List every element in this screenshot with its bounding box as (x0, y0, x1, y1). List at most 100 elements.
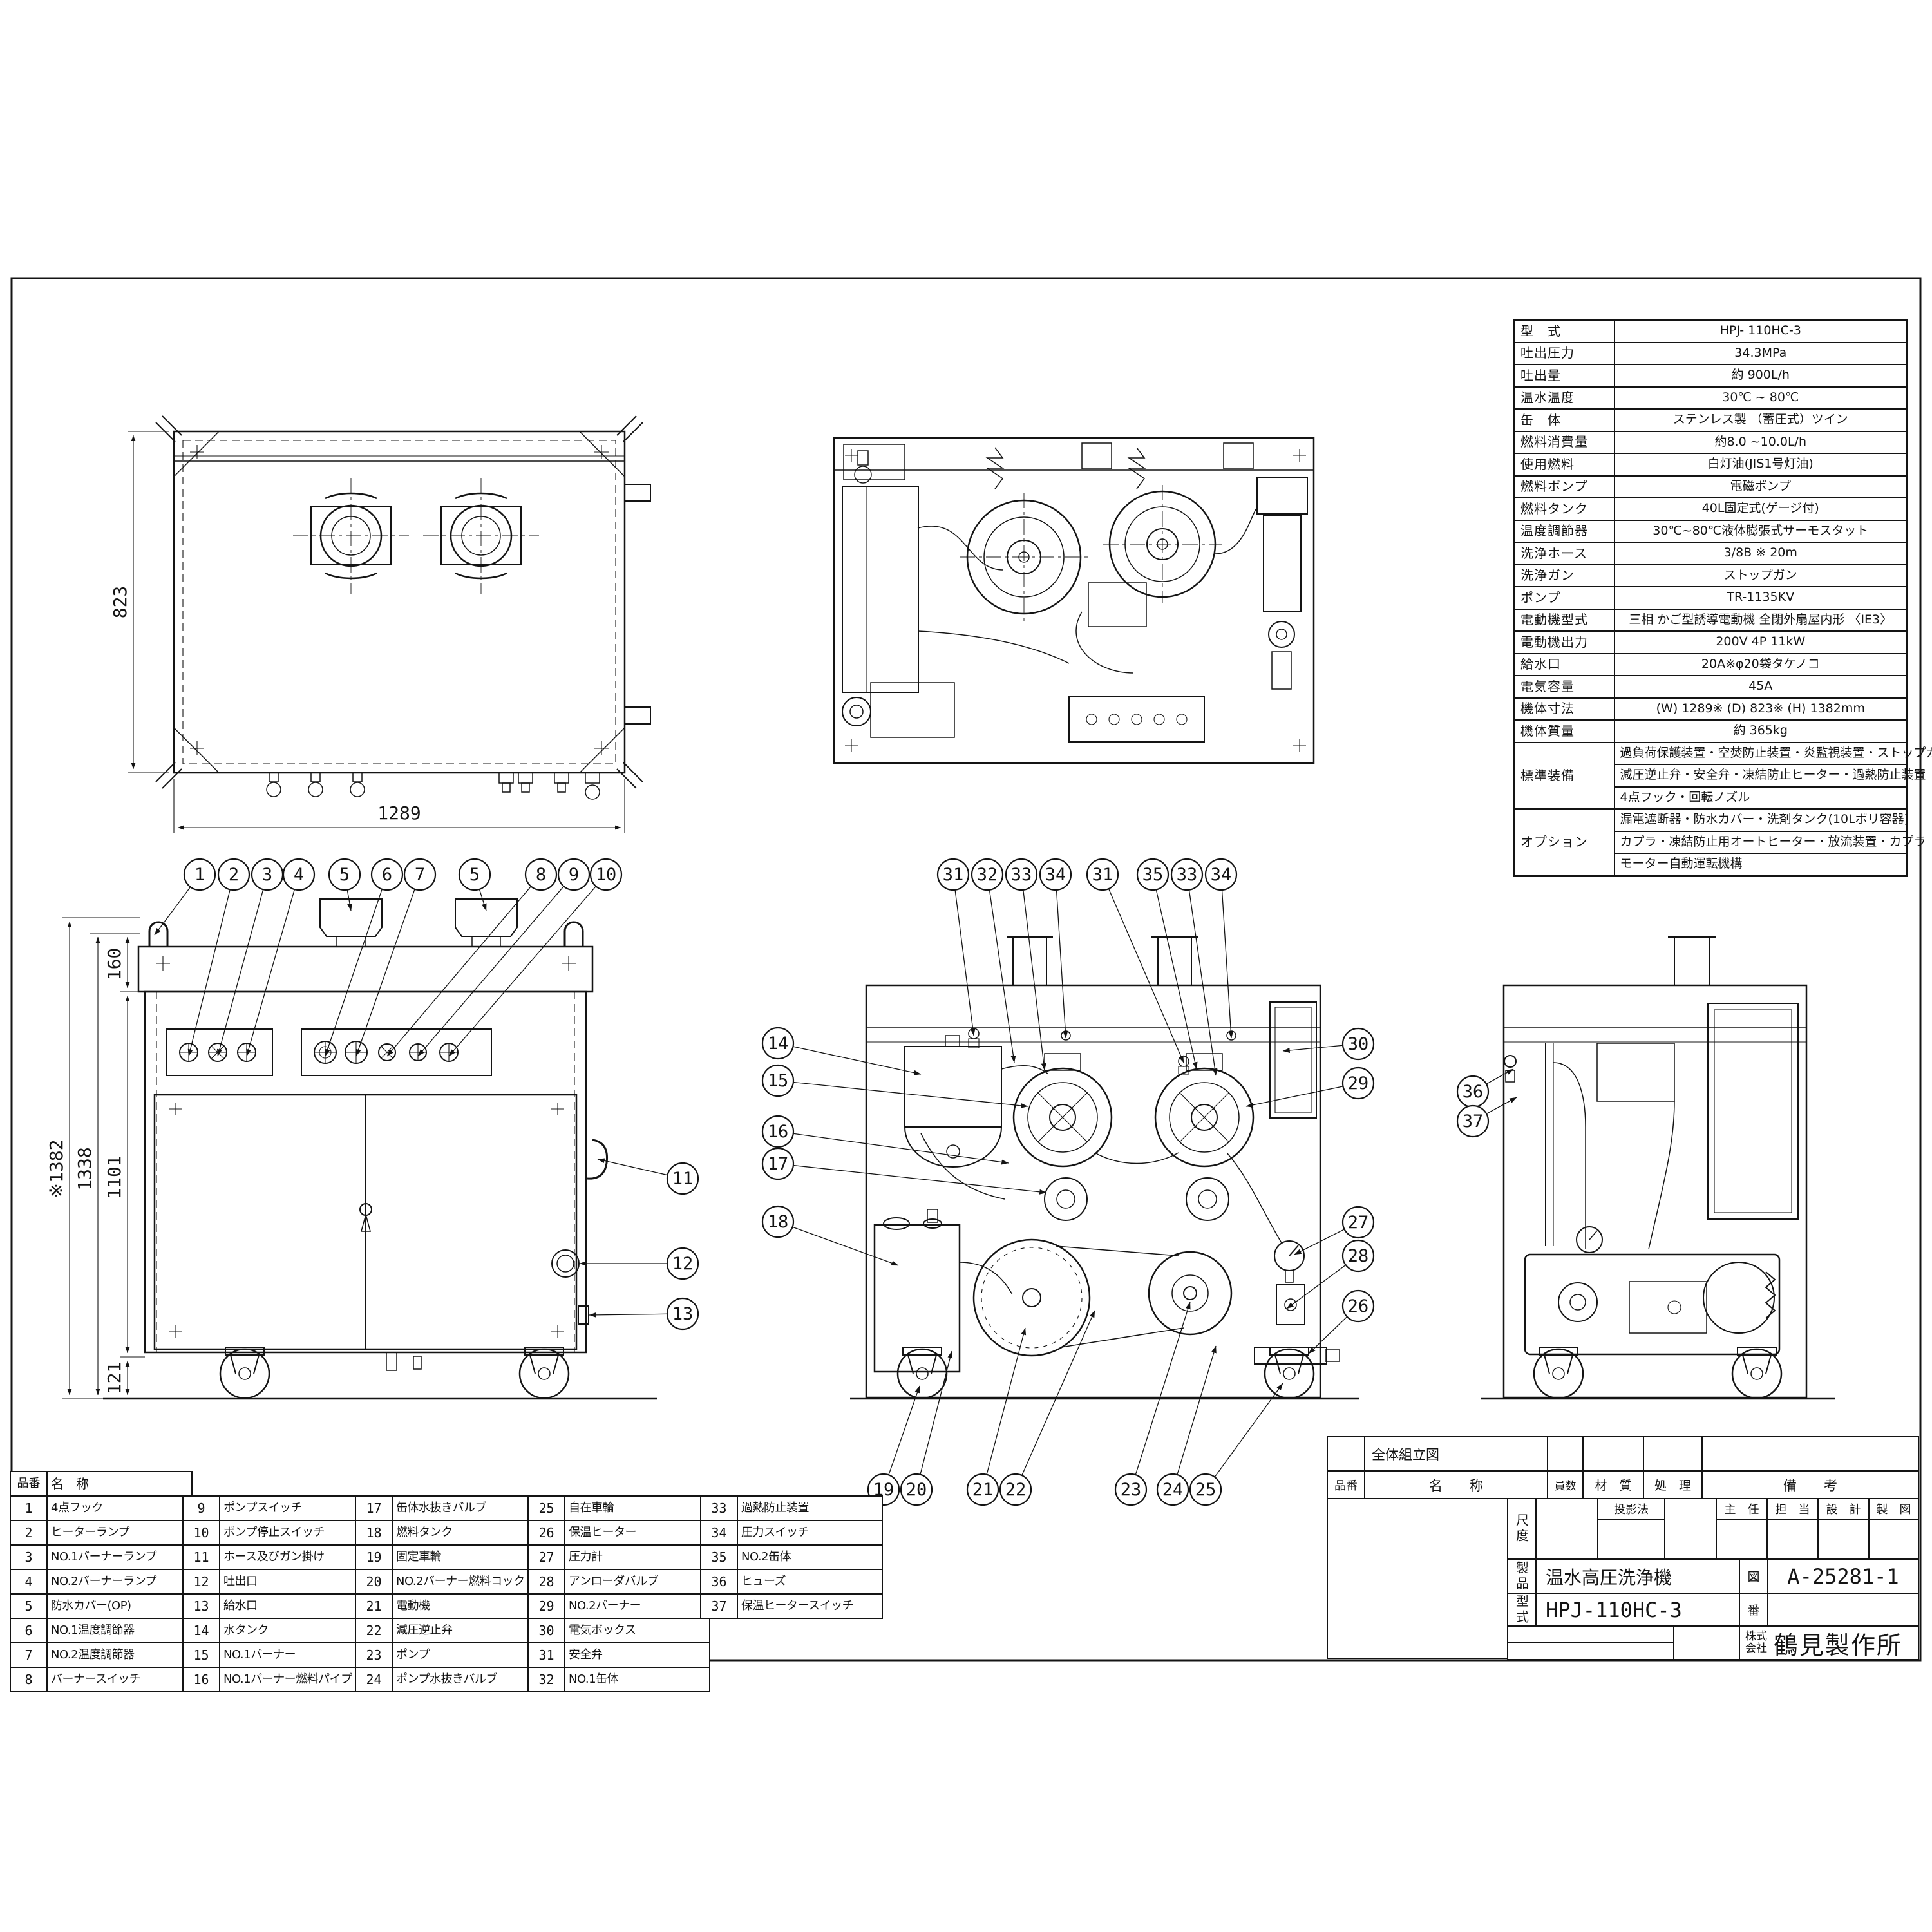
balloon-9: 9 (417, 858, 591, 1057)
spec-row-value: 20A※φ20袋タケノコ (1613, 652, 1908, 676)
balloon-16: 16 (761, 1115, 1009, 1165)
part-name: ヒューズ (737, 1569, 883, 1595)
svg-text:13: 13 (672, 1304, 694, 1324)
svg-text:28: 28 (1348, 1246, 1369, 1266)
balloon-1: 1 (154, 858, 216, 936)
front-view: ※1382 1338 160 1101 121 (46, 898, 657, 1400)
spec-row-label: 燃料ポンプ (1513, 475, 1615, 498)
svg-text:18: 18 (768, 1212, 789, 1232)
part-number: 23 (355, 1642, 393, 1668)
balloon-35: 35 (1136, 858, 1198, 1070)
balloon-33: 33 (1005, 858, 1046, 1071)
spec-row-label: ポンプ (1513, 586, 1615, 610)
spec-row-label: 燃料タンク (1513, 497, 1615, 521)
spec-row-label: 吐出圧力 (1513, 341, 1615, 365)
discharge-outlet (551, 1249, 580, 1278)
blower-left (960, 493, 1088, 621)
balloon-4: 4 (246, 858, 316, 1057)
titleblock-incharge-label: 担 当 (1766, 1498, 1819, 1520)
titleblock-col-remarks: 備 考 (1701, 1470, 1919, 1499)
burner-no2 (1154, 1053, 1255, 1221)
part-name: 防水カバー(OP) (46, 1593, 193, 1619)
part-number: 20 (355, 1569, 393, 1595)
part-name: 水タンク (219, 1618, 365, 1643)
blower-right (1103, 485, 1222, 603)
spec-row-label: 標準装備 (1513, 741, 1615, 810)
part-number: 3 (10, 1544, 48, 1570)
hose-gun-hanger (587, 1139, 609, 1180)
svg-text:160: 160 (104, 948, 125, 981)
balloon-21: 21 (966, 1327, 1027, 1506)
part-name: アンローダバルブ (564, 1569, 710, 1595)
part-number: 31 (527, 1642, 565, 1668)
balloon-34: 34 (1204, 858, 1238, 1039)
part-number: 6 (10, 1618, 48, 1643)
svg-text:21: 21 (972, 1480, 994, 1500)
titleblock-col-qty: 員数 (1547, 1470, 1584, 1499)
balloon-5: 5 (458, 858, 491, 911)
bottom-fittings (266, 772, 600, 800)
spec-row-label: 電動機型式 (1513, 608, 1615, 632)
balloon-2: 2 (187, 858, 251, 1057)
dim-front-subtotal: 1338 (74, 933, 140, 1396)
control-panel-right (301, 1028, 492, 1076)
lifting-hook-icon (564, 921, 584, 947)
svg-text:5: 5 (469, 865, 480, 885)
svg-text:36: 36 (1463, 1082, 1484, 1102)
spec-row-value: HPJ- 110HC-3 (1613, 319, 1908, 343)
balloon-23: 23 (1114, 1302, 1191, 1506)
part-number: 37 (700, 1593, 738, 1619)
part-name: 保温ヒーター (564, 1520, 710, 1546)
caster-wheel (896, 1347, 948, 1399)
spec-row-label: 温水温度 (1513, 386, 1615, 410)
heater-switch (1505, 1070, 1515, 1083)
waterproof-cover-left (319, 898, 383, 947)
model-number-text: HPJ-110HC-3 (1546, 1597, 1682, 1622)
part-name: 安全弁 (564, 1642, 710, 1668)
spec-row-label: 温度調節器 (1513, 519, 1615, 543)
svg-text:34: 34 (1211, 865, 1232, 885)
svg-text:27: 27 (1348, 1213, 1369, 1233)
caster-wheel (219, 1347, 270, 1399)
dim-plan-width: 1289 (173, 779, 625, 833)
part-number: 13 (182, 1593, 220, 1619)
side-internal-view (1481, 936, 1835, 1400)
svg-text:1101: 1101 (104, 1155, 125, 1198)
svg-text:5: 5 (339, 865, 350, 885)
spec-row-value: 約 365kg (1613, 719, 1908, 743)
front-internal-view (850, 936, 1359, 1400)
parts-header-no: 品番 (10, 1471, 48, 1497)
spec-row-value: モーター自動運転機構 (1613, 853, 1908, 876)
part-number: 25 (527, 1495, 565, 1521)
part-name: 固定車輪 (392, 1544, 538, 1570)
balloon-5: 5 (328, 858, 361, 911)
company-name: 鶴見製作所 (1774, 1631, 1903, 1660)
spec-row-label: 洗浄ガン (1513, 564, 1615, 587)
pump (1148, 1251, 1233, 1336)
electric-motor (972, 1238, 1091, 1357)
spec-row-value: 30℃~80℃液体膨張式サーモスタット (1613, 519, 1908, 543)
svg-text:34: 34 (1045, 865, 1066, 885)
part-number: 2 (10, 1520, 48, 1546)
part-name: 圧力計 (564, 1544, 710, 1570)
part-number: 4 (10, 1569, 48, 1595)
titleblock-blank (1507, 1625, 1674, 1643)
sheet-border (10, 277, 1922, 1662)
